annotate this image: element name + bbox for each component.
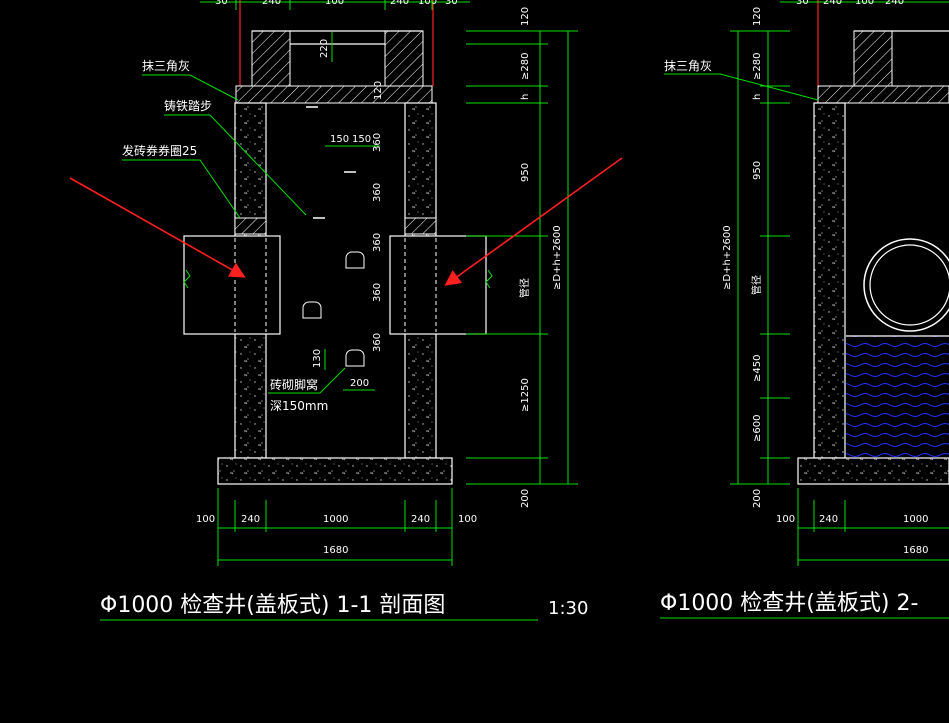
pipe-dim-text: 管径: [518, 278, 531, 298]
water-fill: [846, 336, 949, 458]
left-title: Φ1000 检查井(盖板式) 1-1 剖面图: [100, 593, 445, 618]
left-inner-dims: 220 150 150 130 200: [312, 32, 380, 391]
vdim-0: 120: [752, 7, 763, 26]
brick-arch-label: 发砖券券圈25: [122, 143, 197, 158]
red-arrow-left: [69, 177, 246, 278]
vdim-6: 360: [372, 183, 383, 202]
top-dim-2: 100: [325, 0, 344, 7]
base-slab: [217, 457, 453, 485]
left-bottom-dims: 100 240 1000 240 100 1680: [196, 488, 477, 566]
foot-hole-3: [345, 349, 365, 367]
bdim-0: 100: [776, 514, 795, 525]
bdim-2: 1000: [903, 514, 928, 525]
left-vertical-dims: 120 ≥280 120 h 950 360 360 360 360 360 ≥…: [372, 7, 578, 508]
vdim-7: ≥600: [752, 415, 763, 442]
vdim-4: 950: [520, 163, 531, 182]
right-top-dims: 30 240 100 240: [780, 0, 949, 7]
top-dim-3: 240: [885, 0, 904, 7]
vdim-5: 管径: [750, 275, 763, 295]
overall-dim-text: ≥D+h+2600: [552, 225, 563, 290]
right-pipe: [389, 235, 487, 335]
d130-text: 130: [312, 349, 323, 368]
vdim-8: 360: [372, 283, 383, 302]
foot-hole-leader: [268, 367, 346, 394]
vdim-10: ≥1250: [520, 378, 531, 412]
foot-hole-depth-label: 深150mm: [270, 399, 328, 413]
d200-text: 200: [350, 378, 369, 389]
red-arrow-right: [444, 157, 623, 286]
plaster-leader: [664, 73, 819, 101]
vdim-4: ≥D+h+2600: [722, 225, 733, 290]
left-cap-block: [251, 30, 291, 87]
bdim-1: 240: [819, 514, 838, 525]
top-dim-4: 100: [418, 0, 437, 7]
top-dim-2: 100: [855, 0, 874, 7]
vdim-3: 950: [752, 161, 763, 180]
vdim-6: ≥450: [752, 355, 763, 382]
brick-arch-leader: [122, 159, 241, 219]
d150b-text: 150: [352, 134, 371, 145]
vdim-7: 360: [372, 233, 383, 252]
foot-hole-2: [302, 301, 322, 319]
vdim-1: ≥280: [752, 53, 763, 80]
vdim-9: 360: [372, 333, 383, 352]
bottom-total: 1680: [903, 545, 928, 556]
left-top-dims: 30 240 100 240 100 30: [200, 0, 470, 10]
top-dim-5: 30: [445, 0, 458, 7]
d150a-text: 150: [330, 134, 349, 145]
cover-slab: [235, 85, 433, 104]
left-arch-brick: [234, 217, 267, 235]
plaster-label: 抹三角灰: [664, 59, 712, 73]
right-cap-block: [384, 30, 424, 87]
cap-block: [853, 30, 893, 87]
vdim-8: 200: [752, 489, 763, 508]
left-section-view: 抹三角灰 铸铁踏步 发砖券券圈25 砖砌脚窝 深150mm 30 240 100…: [69, 0, 623, 621]
vdim-0: 120: [520, 7, 531, 26]
top-dim-0: 30: [215, 0, 228, 7]
bdim-0: 100: [196, 514, 215, 525]
top-dim-0: 30: [796, 0, 809, 7]
foot-hole-label: 砖砌脚窝: [270, 377, 318, 392]
steps-leader: [164, 114, 307, 216]
vdim-11: 200: [520, 489, 531, 508]
top-dim-3: 240: [390, 0, 409, 7]
foot-hole-1: [345, 251, 365, 269]
bdim-3: 240: [411, 514, 430, 525]
d220-text: 220: [319, 39, 330, 58]
bdim-4: 100: [458, 514, 477, 525]
vdim-2: h: [752, 94, 763, 100]
right-vertical-dims: 120 ≥280 h 950 ≥D+h+2600 管径 ≥450 ≥600 20…: [722, 7, 790, 508]
bdim-1: 240: [241, 514, 260, 525]
plaster-leader: [142, 74, 239, 101]
left-break-mark: [183, 269, 191, 289]
right-section-view: 抹三角灰 30 240 100 240 120 ≥280 h 950 ≥D+h+…: [660, 0, 949, 619]
top-dim-1: 240: [823, 0, 842, 7]
right-bottom-dims: 100 240 1000 1680: [776, 488, 949, 566]
pipe-outer: [863, 238, 949, 332]
steps-label: 铸铁踏步: [164, 98, 212, 113]
left-scale: 1:30: [548, 598, 588, 619]
plaster-label: 抹三角灰: [142, 59, 190, 73]
vdim-3: h: [520, 94, 531, 100]
base-slab: [797, 457, 949, 485]
vdim-5: 360: [372, 133, 383, 152]
top-dim-1: 240: [262, 0, 281, 7]
vdim-1: ≥280: [520, 53, 531, 80]
right-arch-brick: [404, 217, 437, 235]
bottom-total: 1680: [323, 545, 348, 556]
cover-slab: [817, 85, 949, 104]
bdim-2: 1000: [323, 514, 348, 525]
right-break-mark: [485, 269, 493, 289]
wall: [813, 102, 846, 459]
vdim-2: 120: [373, 81, 384, 100]
right-title: Φ1000 检查井(盖板式) 2-: [660, 591, 918, 616]
pipe-inner: [869, 244, 949, 326]
